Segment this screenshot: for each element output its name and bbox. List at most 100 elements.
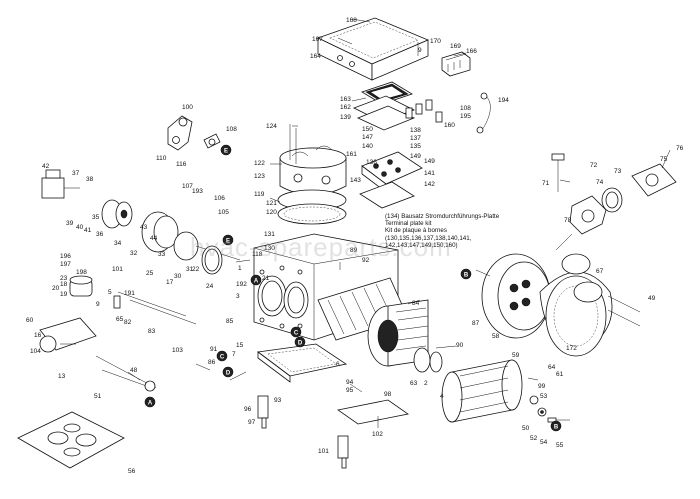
note-line-1: Bausatz Stromdurchführungs-Platte — [401, 213, 500, 220]
part-number: 73 — [614, 168, 622, 175]
part-number: 137 — [410, 135, 421, 142]
part-number: 195 — [460, 113, 471, 120]
part-number: 65 — [116, 316, 124, 323]
motor-cover — [481, 253, 613, 357]
part-number: 121 — [266, 200, 277, 207]
part-number: 138 — [410, 127, 421, 134]
part-number: 83 — [148, 328, 156, 335]
part-number: 71 — [542, 180, 550, 187]
callout-letter: B — [554, 425, 559, 431]
part-number: 143 — [350, 177, 361, 184]
part-number: 193 — [192, 188, 203, 195]
part-number: 93 — [274, 397, 282, 404]
part-number: 106 — [214, 195, 225, 202]
part-number: 149 — [410, 153, 421, 160]
part-number: 60 — [26, 317, 34, 324]
part-number: 7 — [232, 351, 236, 358]
part-number: 105 — [218, 209, 229, 216]
part-number: 197 — [60, 261, 71, 268]
part-number: 38 — [86, 176, 94, 183]
head-bolts — [289, 124, 297, 164]
part-number: 92 — [362, 257, 370, 264]
part-number: 76 — [676, 145, 684, 152]
part-number: 196 — [60, 253, 71, 260]
part-number: 149 — [424, 158, 435, 165]
part-number: 22 — [192, 266, 200, 273]
part-number: 141 — [424, 170, 435, 177]
base-bracket — [337, 399, 409, 428]
motor-end-parts — [529, 395, 570, 423]
part-number-labels: 168 167 170 164 169 166 9 163 162 139 19… — [26, 17, 684, 475]
slide-valve-rod — [113, 291, 197, 325]
part-number: 116 — [176, 161, 187, 168]
part-number: 100 — [182, 104, 193, 111]
part-number: 94 — [346, 379, 354, 386]
part-number: 23 — [60, 275, 68, 282]
part-number: 98 — [384, 391, 392, 398]
part-number: 89 — [350, 247, 358, 254]
part-number: 56 — [128, 468, 136, 475]
part-number: 192 — [236, 281, 247, 288]
part-number: 50 — [522, 425, 530, 432]
part-number: 52 — [530, 435, 538, 442]
part-number: 64 — [548, 364, 556, 371]
callout-letter: D — [298, 341, 303, 347]
part-number: 17 — [166, 279, 174, 286]
shutoff-valve — [167, 115, 221, 151]
part-number: 43 — [140, 224, 148, 231]
part-number: 139 — [340, 114, 351, 121]
callout-letter: D — [226, 371, 231, 377]
part-number: 166 — [466, 48, 477, 55]
part-number: 42 — [42, 163, 50, 170]
drain-valve — [257, 395, 349, 469]
motor-rotor — [441, 359, 523, 423]
part-number: 102 — [372, 431, 383, 438]
part-number: 123 — [254, 173, 265, 180]
part-number: 54 — [540, 439, 548, 446]
part-number: 37 — [72, 170, 80, 177]
part-number: 48 — [130, 367, 138, 374]
part-number: 84 — [412, 300, 420, 307]
note-line-3: Kit de plaque à bornes — [385, 227, 447, 235]
cylinder-head — [279, 145, 347, 196]
part-number: 40 — [76, 224, 84, 231]
part-number: 118 — [252, 251, 263, 258]
part-number: 2 — [424, 380, 428, 387]
part-number: 21 — [262, 275, 270, 282]
part-number: 108 — [460, 105, 471, 112]
part-number: 15 — [236, 342, 244, 349]
part-number: 3 — [236, 293, 240, 300]
part-number: 55 — [556, 442, 564, 449]
part-number: 9 — [96, 301, 100, 308]
part-number: 101 — [112, 266, 123, 273]
part-number: 167 — [312, 36, 323, 43]
connection-cable — [476, 92, 491, 134]
part-number: 44 — [150, 235, 158, 242]
part-number: 1 — [238, 265, 242, 272]
part-number: 31 — [186, 266, 194, 273]
part-number: 120 — [266, 209, 277, 216]
motor-stator — [367, 299, 429, 367]
part-number: 59 — [512, 352, 520, 359]
part-number: 24 — [206, 283, 214, 290]
part-number: 41 — [84, 227, 92, 234]
discharge-flange — [551, 153, 677, 235]
part-number: 108 — [226, 126, 237, 133]
part-number: 163 — [340, 96, 351, 103]
part-number: 162 — [340, 104, 351, 111]
part-number: 34 — [114, 240, 122, 247]
part-number: 110 — [156, 155, 167, 162]
part-number: 74 — [596, 179, 604, 186]
part-number: 51 — [94, 393, 102, 400]
part-number: 78 — [564, 217, 572, 224]
callout-letter: C — [294, 331, 299, 337]
callout-letter: C — [220, 355, 225, 361]
terminal-plate-kit — [359, 151, 423, 209]
callout-letter: A — [254, 279, 259, 285]
part-number: 4 — [440, 393, 444, 400]
part-number: 82 — [124, 319, 132, 326]
part-number: 86 — [208, 359, 216, 366]
part-number: 142 — [424, 181, 435, 188]
part-number: 25 — [146, 270, 154, 277]
